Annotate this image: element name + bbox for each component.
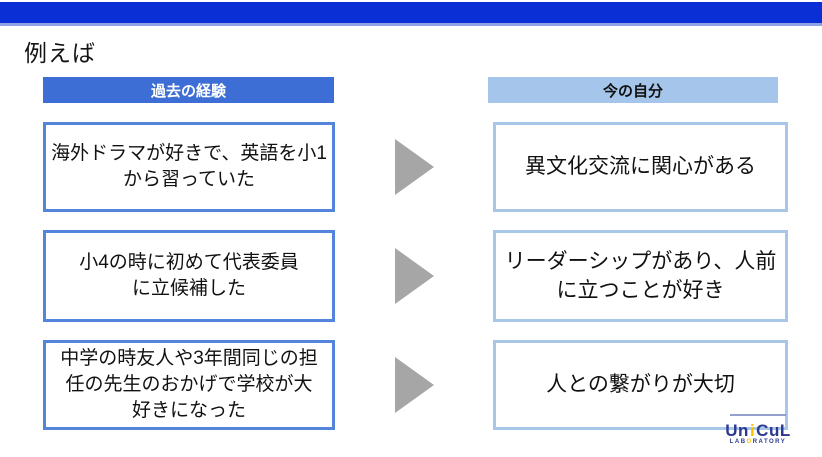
column-header-past-label: 過去の経験	[150, 82, 226, 100]
past-experience-text-3: 中学の時友人や3年間同じの担 任の先生のおかげで学校が大 好きになった	[60, 347, 318, 422]
past-experience-text-2: 小4の時に初めて代表委員 に立候補した	[79, 251, 299, 299]
present-self-text-2: リーダーシップがあり、人前 に立つことが好き	[504, 249, 777, 302]
logo-wordmark-i: i	[749, 421, 756, 440]
logo-sub-lab: LAB	[729, 439, 747, 445]
logo-sub-o: O	[746, 439, 753, 445]
column-header-present: 今の自分	[488, 77, 778, 103]
logo-subtext: LABORATORY	[716, 439, 800, 446]
past-experience-text-1: 海外ドラマが好きで、英語を小1 から習っていた	[51, 142, 327, 190]
right-arrow-icon	[395, 248, 434, 304]
present-self-box-1: 異文化交流に関心がある	[493, 122, 788, 212]
logo-sub-ratory: RATORY	[752, 439, 787, 445]
past-experience-box-2: 小4の時に初めて代表委員 に立候補した	[43, 230, 335, 322]
present-self-text-3: 人との繋がりが大切	[546, 373, 735, 397]
slide-title: 例えば	[24, 40, 96, 66]
present-self-text-1: 異文化交流に関心がある	[525, 155, 756, 179]
unicul-logo: UniCuL LABORATORY	[716, 414, 800, 446]
top-accent-bar	[0, 2, 822, 26]
past-experience-box-3: 中学の時友人や3年間同じの担 任の先生のおかげで学校が大 好きになった	[43, 340, 335, 430]
right-arrow-icon	[395, 139, 434, 195]
logo-tagline-decoration	[730, 414, 786, 421]
logo-wordmark-cul: CuL	[756, 421, 791, 440]
right-arrow-icon	[395, 357, 434, 413]
present-self-box-2: リーダーシップがあり、人前 に立つことが好き	[493, 230, 788, 322]
present-self-box-3: 人との繋がりが大切	[493, 340, 788, 430]
logo-wordmark-un: Un	[725, 421, 749, 440]
past-experience-box-1: 海外ドラマが好きで、英語を小1 から習っていた	[43, 122, 335, 212]
column-header-present-label: 今の自分	[602, 82, 663, 100]
logo-wordmark: UniCuL	[716, 422, 800, 439]
column-header-past: 過去の経験	[43, 77, 334, 103]
